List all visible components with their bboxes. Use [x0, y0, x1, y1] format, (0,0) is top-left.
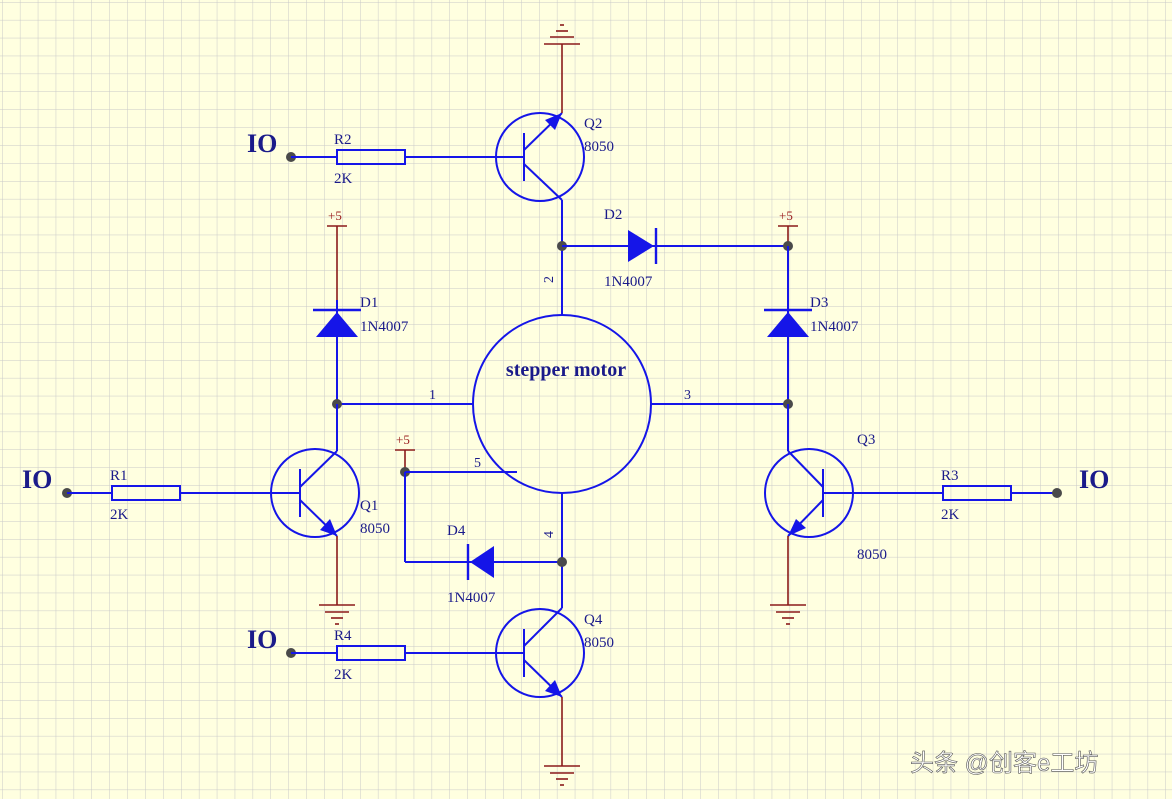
q3-value: 8050	[857, 547, 887, 563]
motor-label: stepper motor	[506, 359, 626, 381]
io-label-r4: IO	[247, 625, 277, 654]
diode-d1: D1 1N4007	[313, 295, 409, 404]
power-label-right: +5	[779, 208, 793, 223]
q4-value: 8050	[584, 635, 614, 651]
transistor-q3: Q3 8050	[764, 404, 943, 563]
net-5: 5	[405, 456, 517, 473]
ground-symbol-right	[770, 536, 806, 625]
r4-value: 2K	[334, 667, 353, 683]
power-symbol-center: +5	[395, 432, 415, 477]
d2-ref: D2	[604, 207, 622, 223]
d4-ref: D4	[447, 523, 466, 539]
r1-ref: R1	[110, 468, 128, 484]
diode-d3: D3 1N4007	[764, 246, 859, 404]
ground-symbol-left	[319, 536, 355, 625]
q2-ref: Q2	[584, 116, 602, 132]
q3-ref: Q3	[857, 432, 875, 448]
net-label-4: 4	[542, 531, 557, 538]
net-4: 4	[542, 493, 567, 608]
r4-ref: R4	[334, 628, 352, 644]
resistor-r4: R4 2K IO	[247, 625, 406, 683]
d1-value: 1N4007	[360, 319, 409, 335]
r1-value: 2K	[110, 507, 129, 523]
r2-value: 2K	[334, 171, 353, 187]
ground-symbol-top	[544, 24, 580, 113]
d3-ref: D3	[810, 295, 828, 311]
ground-symbol-bottom	[544, 697, 580, 786]
io-label-r3: IO	[1079, 465, 1109, 494]
q4-ref: Q4	[584, 612, 603, 628]
power-label-left: +5	[328, 208, 342, 223]
net-label-3: 3	[684, 388, 691, 403]
io-label-r2: IO	[247, 129, 277, 158]
transistor-q4: Q4 8050	[405, 607, 614, 698]
resistor-r1: R1 2K IO	[22, 465, 181, 523]
q1-ref: Q1	[360, 498, 378, 514]
d3-value: 1N4007	[810, 319, 859, 335]
diode-d2: D2 1N4007	[562, 207, 788, 290]
net-label-1: 1	[429, 388, 436, 403]
d2-value: 1N4007	[604, 274, 653, 290]
power-symbol-left: +5	[327, 208, 347, 300]
io-label-r1: IO	[22, 465, 52, 494]
d1-ref: D1	[360, 295, 378, 311]
q1-value: 8050	[360, 521, 390, 537]
resistor-r2: R2 2K IO	[247, 129, 406, 187]
net-label-2: 2	[542, 276, 557, 283]
watermark: 头条 @创客e工坊	[910, 750, 1098, 777]
q2-value: 8050	[584, 139, 614, 155]
resistor-r3: R3 2K IO	[941, 465, 1109, 523]
power-symbol-right: +5	[778, 208, 798, 251]
r2-ref: R2	[334, 132, 352, 148]
r3-value: 2K	[941, 507, 960, 523]
transistor-q2: Q2 8050	[405, 112, 614, 202]
diode-d4: D4 1N4007	[404, 472, 562, 606]
power-label-center: +5	[396, 432, 410, 447]
d4-value: 1N4007	[447, 590, 496, 606]
r3-ref: R3	[941, 468, 959, 484]
net-label-5: 5	[474, 456, 481, 471]
transistor-q1: Q1 8050	[180, 404, 390, 538]
